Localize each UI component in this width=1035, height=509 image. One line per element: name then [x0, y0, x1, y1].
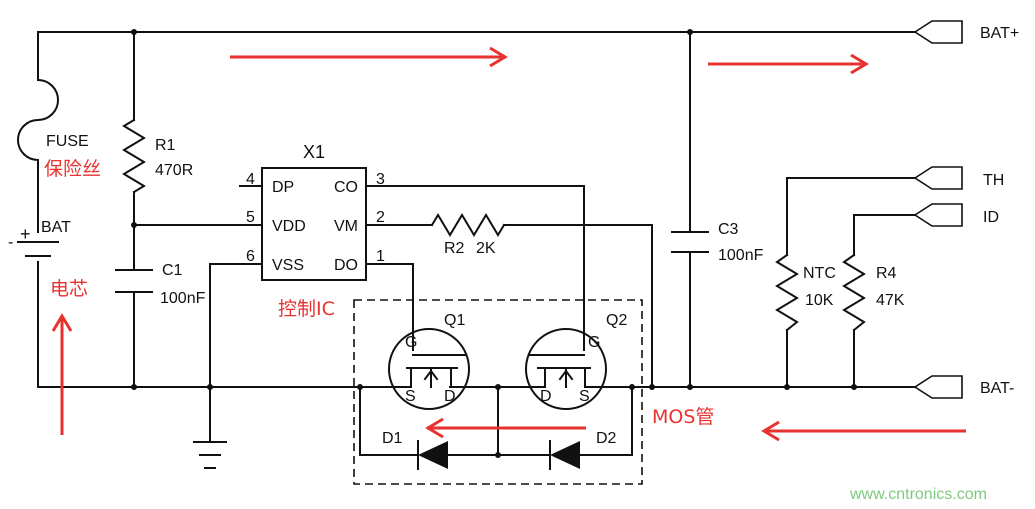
terminal-bat-plus-label: BAT+ — [980, 25, 1019, 42]
d2-diode: D2 — [549, 430, 617, 470]
q1-mosfet: Q1 G S D — [359, 312, 471, 410]
r2-value: 2K — [476, 240, 496, 257]
d1-ref: D1 — [382, 430, 403, 447]
r1-ref: R1 — [155, 137, 176, 154]
r2-zigzag-icon — [430, 213, 506, 237]
d1-diode: D1 — [382, 430, 448, 470]
ic-pin-number: 6 — [246, 248, 255, 265]
ic-pin-number: 2 — [376, 209, 385, 226]
c3-value: 100nF — [718, 247, 764, 264]
arrow-left-icon — [761, 420, 966, 442]
ntc-zigzag-icon — [775, 253, 799, 332]
arrow-left-icon — [425, 417, 586, 439]
terminal-th-label: TH — [983, 172, 1004, 189]
q2-body-icon — [525, 328, 607, 410]
ic-pin-name: DP — [272, 179, 294, 196]
terminal-bat-plus: BAT+ — [913, 20, 1019, 44]
wires — [37, 31, 916, 456]
battery-cell: - + BAT 电芯 — [8, 219, 88, 300]
ic-pin-number: 1 — [376, 248, 385, 265]
fuse-symbol-icon — [17, 78, 59, 162]
r4-resistor: R4 47K — [842, 253, 905, 332]
ic-pin-number: 3 — [376, 171, 385, 188]
q1-body-icon — [388, 328, 470, 410]
q1-ref: Q1 — [444, 312, 465, 329]
r2-ref: R2 — [444, 240, 465, 257]
d2-triangle-icon — [550, 441, 580, 469]
d1-triangle-icon — [418, 441, 448, 469]
c3-capacitor: C3 100nF — [671, 221, 764, 264]
cell-label: BAT — [41, 219, 71, 236]
q2-ref: Q2 — [606, 312, 627, 329]
r1-zigzag-icon — [122, 118, 146, 194]
ic-pin-name: CO — [334, 179, 358, 196]
r4-zigzag-icon — [842, 253, 866, 332]
d2-ref: D2 — [596, 430, 617, 447]
terminal-th: TH — [913, 166, 1004, 190]
cell-minus-sign: - — [8, 234, 13, 251]
cell-caption: 电芯 — [50, 278, 88, 300]
ic-pin-number: 5 — [246, 209, 255, 226]
arrow-up-icon — [51, 313, 73, 435]
ntc-thermistor: NTC 10K — [775, 253, 836, 332]
terminal-id-label: ID — [983, 209, 999, 226]
r1-resistor: R1 470R — [122, 118, 193, 194]
fuse-caption: 保险丝 — [44, 158, 101, 180]
arrow-right-icon — [708, 53, 869, 75]
terminal-id: ID — [913, 203, 999, 227]
c1-capacitor: C1 100nF — [115, 262, 206, 307]
r4-value: 47K — [876, 292, 905, 309]
ntc-value: 10K — [805, 292, 834, 309]
r2-resistor: R2 2K — [430, 213, 506, 257]
ic-pin-name: VM — [334, 218, 358, 235]
c1-ref: C1 — [162, 262, 183, 279]
ic-ref: X1 — [303, 142, 325, 162]
watermark: www.cntronics.com — [849, 486, 987, 503]
q2-drain-label: D — [540, 388, 552, 405]
q1-drain-label: D — [444, 388, 456, 405]
junction-dots — [131, 29, 857, 458]
fuse: FUSE 保险丝 — [17, 78, 101, 180]
q2-mosfet: Q2 G D S — [525, 312, 633, 410]
ic-pin-name: VDD — [272, 218, 306, 235]
ic-pin-name: VSS — [272, 257, 304, 274]
ic-pin-name: DO — [334, 257, 358, 274]
ntc-ref: NTC — [803, 265, 836, 282]
ic-pin-number: 4 — [246, 171, 255, 188]
q1-gate-label: G — [405, 334, 417, 351]
ic-body — [261, 167, 367, 281]
mos-caption: MOS管 — [652, 406, 714, 428]
q1-source-label: S — [405, 388, 416, 405]
cell-plus-sign: + — [20, 224, 31, 244]
arrow-right-icon — [230, 46, 508, 68]
terminal-bat-minus-label: BAT- — [980, 380, 1014, 397]
q2-source-label: S — [579, 388, 590, 405]
terminal-bat-minus: BAT- — [913, 375, 1014, 399]
control-ic: X1 4 5 6 DP VDD VSS CO VM DO 3 2 1 控制IC — [246, 142, 385, 320]
r1-value: 470R — [155, 162, 193, 179]
fuse-label: FUSE — [46, 133, 89, 150]
q2-gate-label: G — [588, 334, 600, 351]
current-flow-arrows — [51, 46, 966, 442]
ic-caption: 控制IC — [278, 298, 335, 320]
c1-value: 100nF — [160, 290, 206, 307]
ground-icon — [193, 441, 227, 469]
mos-group-box — [353, 299, 643, 485]
r4-ref: R4 — [876, 265, 897, 282]
c3-ref: C3 — [718, 221, 739, 238]
